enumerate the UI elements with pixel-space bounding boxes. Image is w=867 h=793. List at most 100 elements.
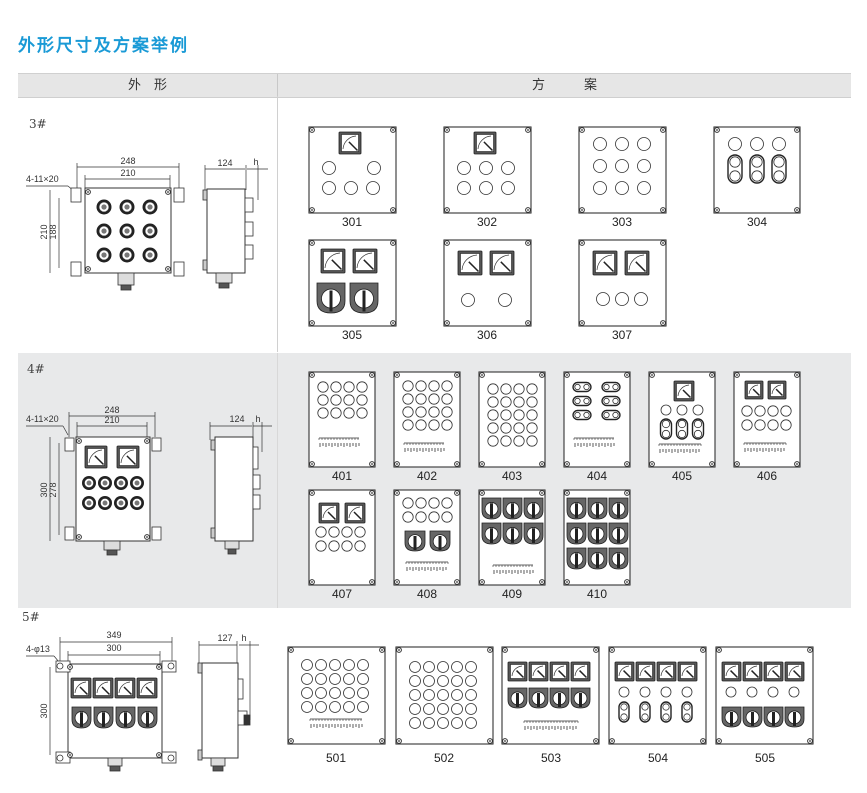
mount-ear (64, 437, 75, 452)
indicator-icon (526, 409, 538, 421)
scheme-panel (578, 239, 667, 327)
indicator-icon (356, 407, 368, 419)
screw-icon (809, 649, 811, 651)
indicator-icon (451, 675, 463, 687)
meter-needle-icon (516, 670, 525, 679)
screw-icon (381, 740, 383, 742)
rotary-switch-handle-icon (511, 528, 514, 543)
scheme-code-505: 505 (754, 751, 776, 765)
indicator-icon (330, 407, 342, 419)
scheme-code-503: 503 (540, 751, 562, 765)
screw-icon (78, 536, 80, 538)
header-outline: 外 形 (18, 74, 278, 97)
mount-hole-icon (167, 754, 175, 762)
meter-scale-icon (140, 681, 153, 694)
scheme-code-303: 303 (611, 215, 633, 229)
screw-icon (446, 242, 448, 244)
meter-needle-icon (126, 455, 137, 466)
indicator-icon (465, 675, 477, 687)
screw-icon (702, 740, 704, 742)
indicator-icon (317, 407, 329, 419)
indicator-icon (513, 409, 525, 421)
button-side (244, 197, 254, 213)
rotary-switch-handle-icon (537, 693, 540, 707)
screw-icon (158, 754, 160, 756)
indicator-icon (315, 687, 327, 699)
indicator-icon (354, 540, 366, 552)
meter-scale-icon (553, 665, 565, 677)
indicator-icon (357, 687, 369, 699)
rotary-switch-handle-icon (329, 290, 333, 312)
scheme-code-304: 304 (746, 215, 768, 229)
screw-icon (662, 242, 664, 244)
meter-needle-icon (500, 261, 512, 273)
indicator-icon (501, 161, 515, 175)
screw-icon (311, 374, 313, 376)
indicator-icon (451, 703, 463, 715)
dim-inner-width-4: 210 (104, 415, 119, 425)
indicator-icon (441, 406, 453, 418)
dim-mount-hole-5: 4-φ13 (26, 644, 50, 654)
dim-inner-width-3: 210 (120, 168, 135, 178)
dim-inner-width-5: 300 (106, 643, 121, 653)
screw-icon (716, 129, 718, 131)
rotary-switch-handle-icon (596, 528, 599, 543)
indicator-icon (437, 689, 449, 701)
meter-needle-icon (682, 389, 692, 399)
indicator-icon (441, 511, 453, 523)
mount-ear (151, 526, 162, 541)
scheme-code-410: 410 (586, 587, 608, 601)
indicator-icon (409, 689, 421, 701)
indicator-icon (660, 686, 672, 698)
indicator-icon (343, 687, 355, 699)
meter-scale-icon (767, 665, 779, 677)
button-side (244, 244, 254, 260)
indicator-icon (498, 293, 512, 307)
dim-depth-5: 127 (217, 633, 232, 643)
screw-icon (718, 740, 720, 742)
size-label-4: 4# (27, 362, 45, 376)
indicator-icon (423, 689, 435, 701)
screw-icon (446, 209, 448, 211)
indicator-icon (330, 381, 342, 393)
meter-needle-icon (537, 670, 546, 679)
indicator-icon (662, 703, 670, 711)
screw-icon (736, 463, 738, 465)
indicator-icon (615, 137, 629, 151)
screw-icon (381, 649, 383, 651)
screw-icon (489, 740, 491, 742)
dim-mount-hole-4: 4-11×20 (26, 414, 59, 424)
meter-needle-icon (363, 259, 375, 271)
indicator-icon (637, 181, 651, 195)
scheme-code-501: 501 (325, 751, 347, 765)
mount-ear (173, 261, 185, 277)
indicator-icon (780, 405, 792, 417)
indicator-icon (603, 397, 610, 405)
screw-icon (504, 740, 506, 742)
screw-icon (541, 374, 543, 376)
meter-needle-icon (348, 141, 359, 152)
indicator-icon (500, 409, 512, 421)
indicator-icon (788, 686, 800, 698)
screw-icon (311, 242, 313, 244)
meter-needle-icon (94, 455, 105, 466)
rotary-switch-handle-icon (146, 712, 149, 727)
screw-icon (595, 740, 597, 742)
screw-icon (158, 666, 160, 668)
meter-scale-icon (618, 665, 630, 677)
screw-icon (446, 322, 448, 324)
screw-icon (371, 463, 373, 465)
indicator-icon (618, 686, 630, 698)
screw-icon (662, 209, 664, 211)
meter-needle-icon (123, 686, 133, 696)
indicator-icon (487, 435, 499, 447)
dim-outer-height-4: 300 (39, 482, 49, 497)
header-scheme: 方 案 (531, 78, 597, 93)
meter-scale-icon (725, 665, 737, 677)
indicator-icon (603, 383, 610, 391)
indicator-icon (457, 161, 471, 175)
meter-needle-icon (468, 261, 480, 273)
indicator-icon (315, 540, 327, 552)
indicator-icon (437, 703, 449, 715)
